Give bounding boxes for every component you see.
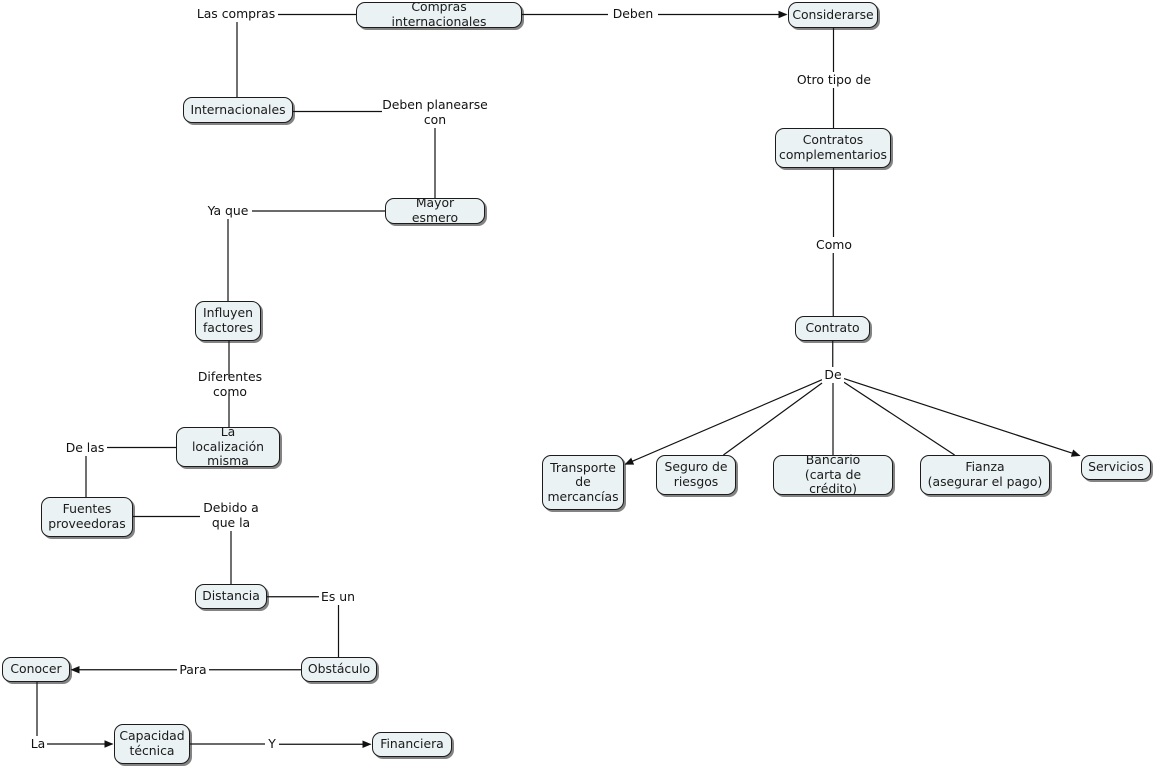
link-label-la: La xyxy=(29,735,47,752)
node-seguro_riesgos[interactable]: Seguro de riesgos xyxy=(656,455,736,495)
e-de-seguro xyxy=(723,382,823,456)
node-influyen_factores[interactable]: Influyen factores xyxy=(195,301,261,341)
node-localizacion_misma[interactable]: La localización misma xyxy=(176,424,280,468)
link-label-de: De xyxy=(822,367,844,383)
e-de-servicios xyxy=(843,378,1081,457)
e-de-transporte xyxy=(624,379,823,465)
link-label-y: Y xyxy=(265,736,279,752)
link-label-es_un: Es un xyxy=(319,589,357,605)
node-considerarse[interactable]: Considerarse xyxy=(788,2,878,28)
e-de-fianza xyxy=(843,381,955,456)
link-label-diferentes_como: Diferentes como xyxy=(180,370,280,399)
node-internacionales[interactable]: Internacionales xyxy=(183,97,293,123)
node-distancia[interactable]: Distancia xyxy=(195,584,267,609)
node-servicios[interactable]: Servicios xyxy=(1081,455,1151,480)
link-label-como: Como xyxy=(813,237,855,253)
node-contrato[interactable]: Contrato xyxy=(795,316,870,341)
node-transporte_mercancias[interactable]: Transporte de mercancías xyxy=(542,455,624,510)
link-label-ya_que: Ya que xyxy=(204,203,252,219)
link-label-otro_tipo_de: Otro tipo de xyxy=(795,71,873,88)
node-bancario[interactable]: Bancario (carta de crédito) xyxy=(773,452,893,496)
node-capacidad_tecnica[interactable]: Capacidad técnica xyxy=(114,724,190,764)
node-conocer[interactable]: Conocer xyxy=(2,657,70,682)
node-contratos_compl[interactable]: Contratos complementarios xyxy=(775,128,891,168)
link-label-deben_planearse: Deben planearse con xyxy=(382,97,488,128)
node-fuentes_proveedoras[interactable]: Fuentes proveedoras xyxy=(41,497,133,537)
link-label-de_las: De las xyxy=(63,440,107,456)
node-fianza[interactable]: Fianza (asegurar el pago) xyxy=(920,455,1050,495)
link-label-debido_a_que_la: Debido a que la xyxy=(200,501,262,531)
link-label-para: Para xyxy=(177,662,209,678)
node-compras_internacionales[interactable]: Compras internacionales xyxy=(356,0,522,29)
edges xyxy=(36,10,1081,749)
link-label-deben: Deben xyxy=(608,6,658,22)
node-obstaculo[interactable]: Obstáculo xyxy=(301,657,377,682)
node-financiera[interactable]: Financiera xyxy=(372,732,452,757)
link-label-las_compras: Las compras xyxy=(194,6,278,22)
node-mayor_esmero[interactable]: Mayor esmero xyxy=(385,196,485,225)
